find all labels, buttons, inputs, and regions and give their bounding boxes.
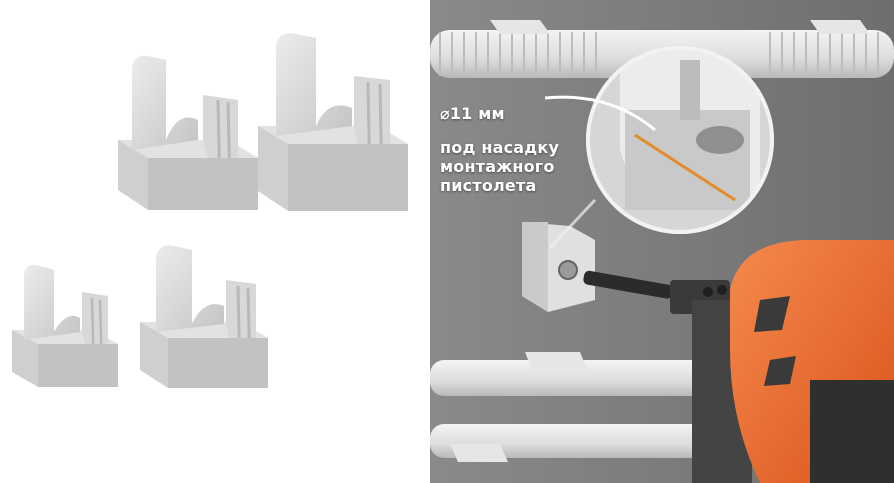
nail-gun [583, 240, 894, 483]
description-line-1: под насадку [440, 138, 560, 157]
smooth-pipes [430, 352, 730, 462]
diameter-label: ⌀11 мм [440, 104, 505, 123]
description-line-2: монтажного [440, 157, 555, 176]
clips-panel [0, 0, 430, 483]
callout-text: ⌀11 мм под насадку монтажного пистолета [440, 104, 559, 195]
description-line-3: пистолета [440, 176, 537, 195]
clips-illustration [12, 33, 408, 388]
installation-scene [430, 0, 894, 483]
pipe-clip-large-1 [118, 55, 258, 210]
installation-illustration [430, 0, 894, 483]
pipe-clip-small-1 [12, 265, 118, 387]
zoom-detail-bubble [544, 46, 774, 250]
pipe-clip-small-2 [140, 245, 268, 388]
mounted-clip [522, 222, 595, 312]
pipe-clip-large-2 [258, 33, 408, 211]
